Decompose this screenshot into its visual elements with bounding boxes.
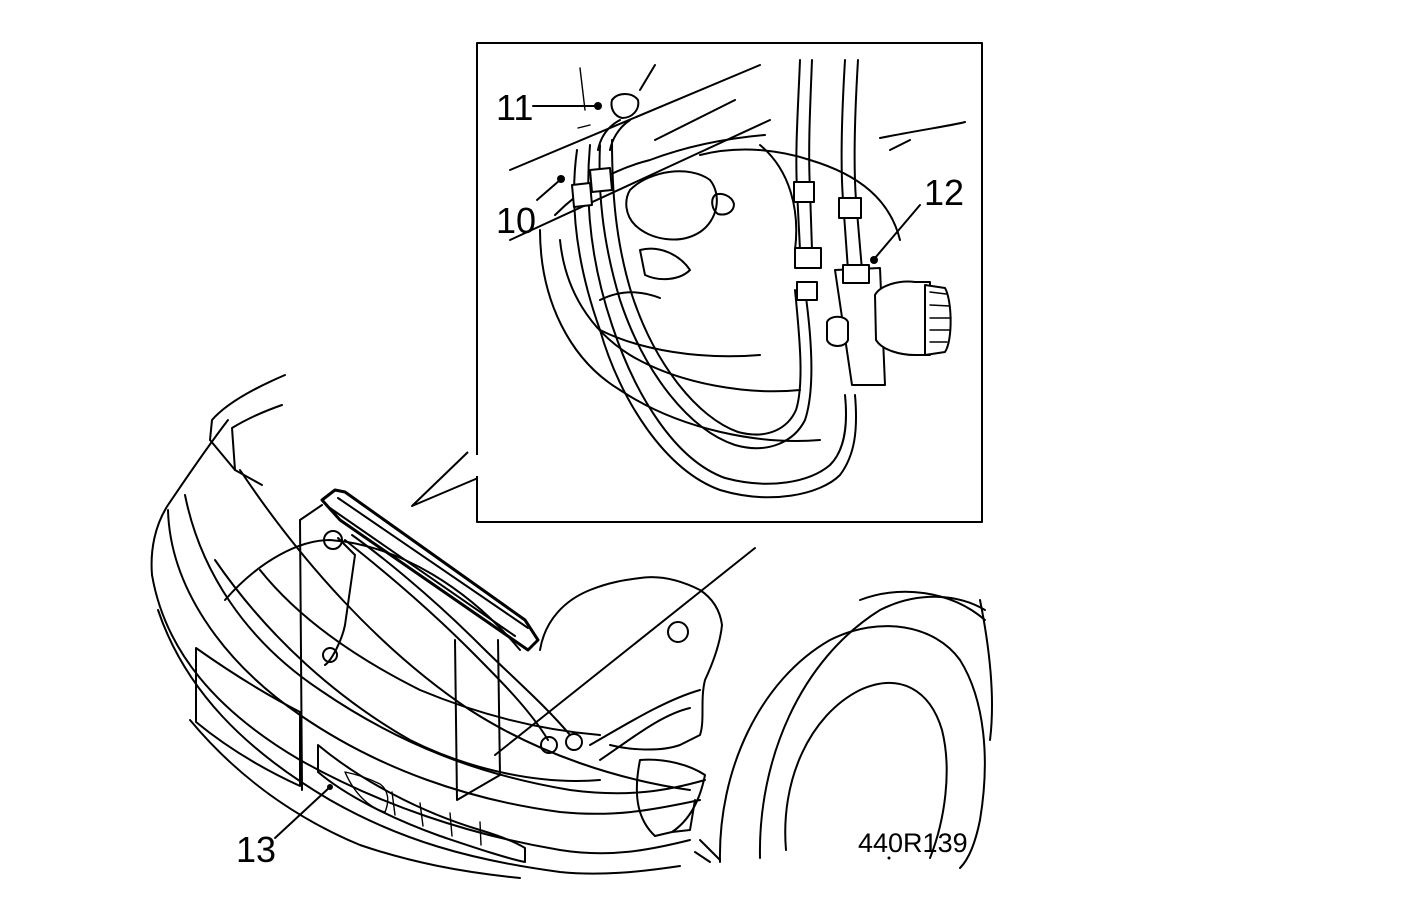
- panel-mark: [577, 67, 591, 129]
- hose-top-2b: [853, 59, 863, 271]
- lower-grille: [317, 744, 526, 863]
- housing-inner: [759, 144, 798, 251]
- inset-content: [509, 59, 966, 499]
- fitting-12: [842, 264, 870, 284]
- cooler-pipe-end: [322, 647, 338, 663]
- oil-line-2b: [611, 139, 802, 436]
- banjo-fitting-11: [610, 93, 640, 119]
- cooler-pipe-main: [324, 537, 356, 666]
- hood-edge: [231, 404, 283, 471]
- callout-13: 13: [236, 784, 333, 870]
- callout-10: 10: [496, 175, 565, 241]
- diff-housing: [625, 170, 718, 241]
- oil-line-1: [573, 149, 858, 499]
- pipe-collar-10: [571, 182, 593, 208]
- bumper-band-3: [184, 494, 706, 795]
- bumper-band-2: [167, 509, 701, 815]
- radiator-inner: [329, 497, 529, 637]
- diagonal-strut: [494, 547, 756, 756]
- leader-line-10: [536, 179, 561, 201]
- wheel-arch-inner: [859, 590, 986, 621]
- tyre-outer: [718, 625, 986, 869]
- inset-pointer: [411, 451, 479, 507]
- fender-edge: [694, 599, 993, 863]
- hose-collar-2: [838, 197, 862, 219]
- engine-bay-line-2: [214, 559, 601, 782]
- diff-lower: [639, 247, 691, 281]
- radiator-support-mid: [454, 639, 501, 801]
- right-panel-line: [879, 121, 966, 151]
- fog-light: [344, 771, 389, 813]
- radiator-support-left: [299, 504, 323, 791]
- cooler-pipe-2: [344, 539, 549, 741]
- grille-slats: [391, 791, 482, 846]
- hose-top-2: [840, 59, 849, 271]
- oil-line-2: [598, 144, 813, 450]
- housing-arc-3: [599, 329, 761, 358]
- fender-left-top: [150, 419, 229, 576]
- engine-bay-line-3: [259, 569, 601, 736]
- bumper-right-return: [671, 799, 721, 861]
- engine-bay-line-1: [224, 539, 521, 651]
- pipe-fitting-left: [540, 736, 558, 754]
- car-front-view: [150, 374, 993, 879]
- hose-nut-1: [794, 247, 822, 269]
- housing-arc-2: [559, 239, 801, 393]
- inner-fender-line: [239, 469, 691, 791]
- figure-id: 440R139: [858, 828, 968, 858]
- wheel-arch-outer: [758, 595, 986, 859]
- label-10: 10: [496, 200, 536, 241]
- leader-line-13: [274, 786, 331, 839]
- leader-dot-12: [870, 256, 878, 264]
- hose-collar-1: [793, 181, 815, 203]
- leader-dot-11: [594, 102, 602, 110]
- bumper-lower-lip: [157, 609, 681, 875]
- oil-cooler-fitting: [323, 530, 343, 550]
- pipe-fitting-right: [565, 733, 583, 751]
- engine-block: [539, 576, 723, 751]
- bumper-upper-band: [151, 574, 691, 855]
- radiator-frame: [320, 488, 540, 652]
- diff-boss: [711, 193, 735, 216]
- figure-id-dot: [887, 856, 891, 860]
- cooler-pipe-3: [351, 534, 571, 736]
- bumper-right-corner: [635, 758, 706, 837]
- bumper-bottom-edge: [189, 719, 521, 879]
- diff-detail: [599, 291, 661, 301]
- pipe-collar-10b: [589, 167, 613, 193]
- leader-dot-10: [557, 175, 565, 183]
- label-11: 11: [496, 87, 533, 128]
- oil-line-1b: [587, 144, 848, 485]
- oil-filter-cap: [924, 284, 952, 356]
- side-fitting: [826, 315, 849, 347]
- engine-hose: [589, 689, 701, 761]
- label-13: 13: [236, 829, 276, 870]
- leader-dot-13: [327, 784, 333, 790]
- hood-outline: [209, 374, 286, 486]
- housing-arc-1: [539, 229, 821, 442]
- body-panel-line-1: [509, 64, 761, 171]
- label-12: 12: [924, 172, 964, 213]
- engine-boss: [667, 621, 689, 643]
- hose-collar-3: [796, 281, 818, 301]
- oil-filter-body: [874, 280, 931, 356]
- pipe-bend-11: [597, 119, 631, 151]
- callout-11: 11: [496, 87, 602, 128]
- fitting-bolt-line: [639, 64, 656, 91]
- detail-inset: 11 10 12: [411, 42, 983, 523]
- leader-line-12: [874, 204, 921, 259]
- callout-12: 12: [870, 172, 964, 264]
- license-plate: [195, 647, 301, 787]
- filter-ribs: [929, 291, 952, 343]
- wheel-rim: [784, 682, 948, 859]
